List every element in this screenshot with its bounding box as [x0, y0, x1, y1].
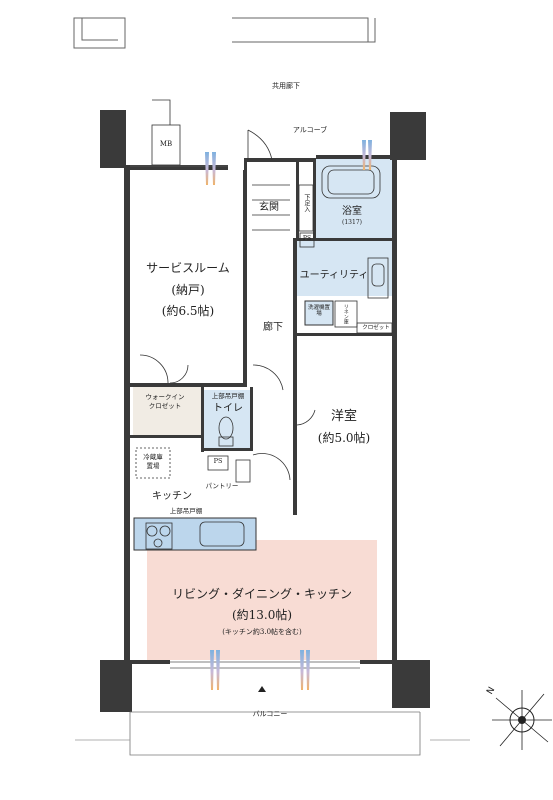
toilet-area: [204, 390, 250, 448]
ldk-label: リビング・ダイニング・キッチン: [171, 587, 353, 601]
service-room-note: (納戸): [171, 283, 205, 297]
alcove-label: アルコーブ: [292, 126, 328, 134]
walkin-closet-label-2: クロゼット: [148, 402, 182, 410]
fridge-label-1: 冷蔵庫: [143, 453, 163, 461]
hallway-label: 廊下: [263, 322, 283, 333]
ps-label-entrance: PS: [302, 235, 312, 242]
bath-size-label: (1317): [342, 219, 362, 226]
common-corridor-label: 共用廊下: [272, 82, 300, 90]
closet-label: クロゼット: [362, 325, 390, 331]
balcony-label: バルコニー: [252, 710, 288, 718]
ps-label-toilet: PS: [213, 457, 223, 465]
shoe-closet-label: 下足入: [302, 194, 310, 212]
entrance-label: 玄関: [259, 202, 279, 213]
kitchen-cabinet-label: 上部吊戸棚: [169, 507, 203, 515]
fridge-label-2: 置場: [146, 462, 160, 470]
bath-label: 浴室: [342, 206, 362, 217]
walkin-closet-label-1: ウォークイン: [145, 393, 185, 401]
compass-icon: [492, 690, 552, 750]
western-room-label: 洋室: [330, 409, 358, 424]
ldk-area: [147, 540, 377, 660]
mb-label: MB: [159, 140, 173, 148]
utility-area: [296, 240, 392, 296]
service-room-size: (約6.5帖): [161, 304, 215, 318]
details: [75, 99, 470, 756]
toilet-label: トイレ: [213, 403, 243, 414]
walls: [100, 110, 430, 712]
walkin-closet-area: [133, 387, 201, 435]
upper-structure: [73, 17, 376, 49]
western-room-size: (約5.0帖): [317, 431, 371, 445]
ldk-note-label: (キッチン約3.0帖を含む): [222, 628, 302, 636]
ldk-size-label: (約13.0帖): [231, 608, 293, 622]
kitchen-label: キッチン: [152, 491, 192, 502]
washer-area-label: 洗濯機置場: [307, 305, 330, 318]
toilet-cabinet-label: 上部吊戸棚: [211, 392, 245, 400]
airflow-arrows: [205, 140, 372, 690]
service-room-label: サービスルーム: [146, 261, 230, 275]
washer-area: [304, 300, 334, 326]
pantry-label: パントリー: [205, 482, 239, 490]
balcony-marker-icon: [258, 686, 266, 692]
linen-cabinet-label: リネン庫: [342, 304, 349, 324]
utility-label: ユーティリティ: [299, 270, 369, 281]
